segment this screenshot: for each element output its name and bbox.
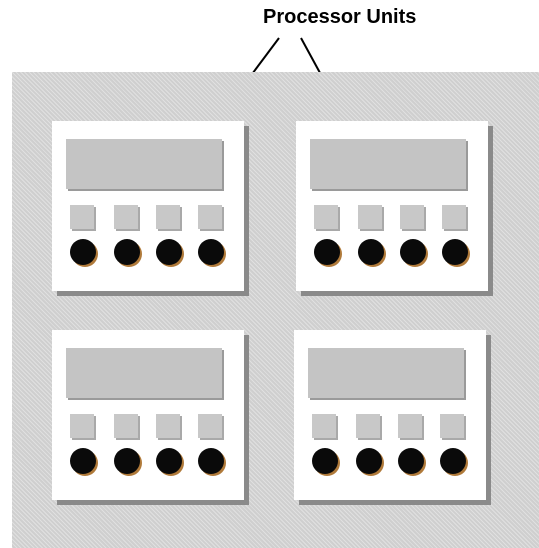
unit-knob — [442, 239, 468, 265]
unit-key — [358, 205, 382, 229]
unit-key — [442, 205, 466, 229]
unit-key — [156, 414, 180, 438]
unit-key — [356, 414, 380, 438]
processor-unit — [296, 121, 488, 291]
unit-knob — [114, 448, 140, 474]
unit-knob — [356, 448, 382, 474]
unit-key — [400, 205, 424, 229]
unit-knob — [198, 448, 224, 474]
unit-knob — [70, 448, 96, 474]
unit-display — [66, 348, 222, 398]
unit-knob — [314, 239, 340, 265]
unit-key — [156, 205, 180, 229]
unit-knob — [358, 239, 384, 265]
unit-key — [314, 205, 338, 229]
unit-key — [114, 414, 138, 438]
unit-key — [398, 414, 422, 438]
unit-knob — [440, 448, 466, 474]
unit-key — [312, 414, 336, 438]
unit-key — [198, 414, 222, 438]
unit-knob — [198, 239, 224, 265]
unit-key — [440, 414, 464, 438]
unit-display — [66, 139, 222, 189]
unit-knob — [400, 239, 426, 265]
unit-display — [310, 139, 466, 189]
unit-knob — [114, 239, 140, 265]
unit-knob — [70, 239, 96, 265]
unit-key — [114, 205, 138, 229]
unit-knob — [156, 448, 182, 474]
unit-knob — [312, 448, 338, 474]
processor-unit — [52, 330, 244, 500]
unit-key — [198, 205, 222, 229]
processor-unit — [294, 330, 486, 500]
processor-unit — [52, 121, 244, 291]
callout-label: Processor Units — [263, 6, 417, 28]
unit-display — [308, 348, 464, 398]
unit-knob — [156, 239, 182, 265]
unit-knob — [398, 448, 424, 474]
unit-key — [70, 414, 94, 438]
unit-key — [70, 205, 94, 229]
